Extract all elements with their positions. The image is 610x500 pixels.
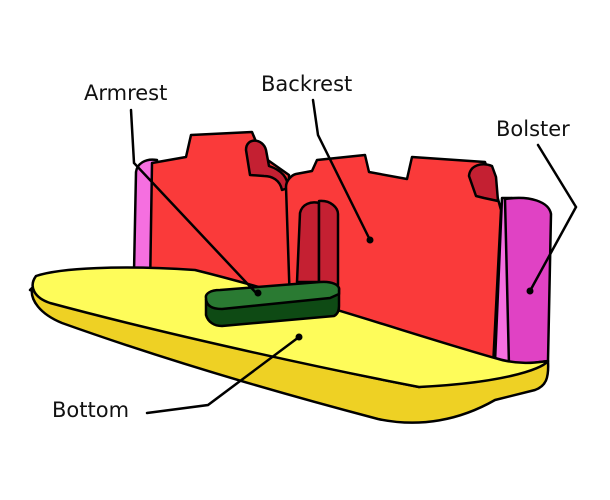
backrest-seam <box>295 201 321 284</box>
armrest-leader <box>129 108 260 297</box>
bottom-leader <box>145 335 301 415</box>
bottom-top <box>31 266 550 389</box>
label-bolster: Bolster <box>496 117 570 141</box>
backrest-main-headrest-side <box>467 163 500 203</box>
bolster-leader <box>528 143 578 293</box>
bolster-right <box>503 196 553 368</box>
bolster-dot <box>526 287 534 295</box>
label-backrest: Backrest <box>261 72 352 96</box>
backrest-dot <box>366 236 374 244</box>
label-bottom: Bottom <box>52 398 129 422</box>
armrest-dot <box>254 289 262 297</box>
backrest-seam-inner <box>317 199 340 287</box>
armrest-top <box>204 280 341 311</box>
label-armrest: Armrest <box>84 81 167 105</box>
bottom-dot <box>295 333 303 341</box>
backrest-left-headrest-side <box>244 139 290 192</box>
backrest-leader <box>311 98 372 242</box>
